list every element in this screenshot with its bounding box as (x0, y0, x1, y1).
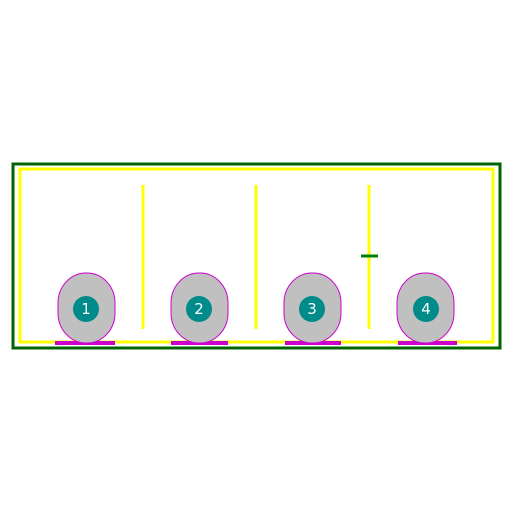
badge (299, 296, 325, 322)
slot-label: 2 (194, 300, 204, 318)
slot-label: 3 (307, 300, 317, 318)
slot-label: 1 (81, 300, 91, 318)
badge (73, 296, 99, 322)
slot-1[interactable]: 1 (55, 272, 116, 345)
inner-wall (18, 167, 495, 344)
slot-3[interactable]: 3 (283, 272, 342, 345)
slot-label: 4 (421, 300, 431, 318)
badge (413, 296, 439, 322)
badge (186, 296, 212, 322)
outer-frame (11, 162, 502, 350)
slot-4[interactable]: 4 (396, 272, 457, 345)
slot-2[interactable]: 2 (170, 272, 229, 345)
